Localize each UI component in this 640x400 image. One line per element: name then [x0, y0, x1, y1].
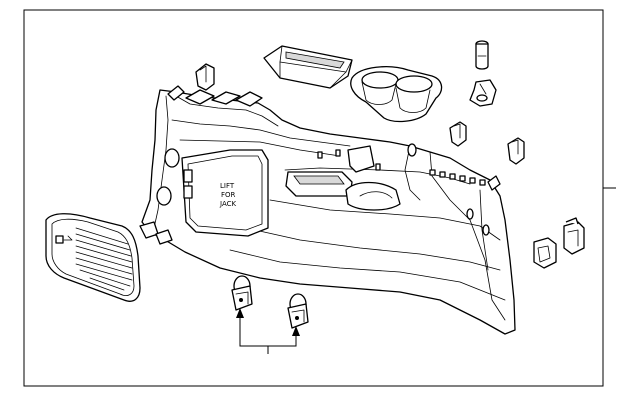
storage-tray — [263, 45, 353, 89]
cargo-hook-left — [231, 275, 253, 311]
plug-pin — [475, 40, 489, 70]
quarter-trim-panel: LIFT FOR JACK — [139, 85, 516, 335]
bracket-clip — [469, 79, 497, 107]
diagram-frame — [23, 9, 604, 387]
cup-holder — [350, 66, 443, 123]
stamp-line-2: FOR — [221, 191, 236, 199]
clip-right — [507, 137, 525, 165]
clip-middle — [449, 121, 467, 147]
grommet — [533, 237, 557, 269]
clip-upper-left — [195, 63, 215, 91]
stamp-line-1: LIFT — [220, 182, 235, 190]
stamp-line-3: JACK — [219, 200, 236, 208]
speaker-grille — [45, 213, 141, 302]
retainer-clip — [563, 217, 585, 255]
cargo-hook-right — [287, 293, 309, 329]
hook-callout — [236, 308, 300, 354]
